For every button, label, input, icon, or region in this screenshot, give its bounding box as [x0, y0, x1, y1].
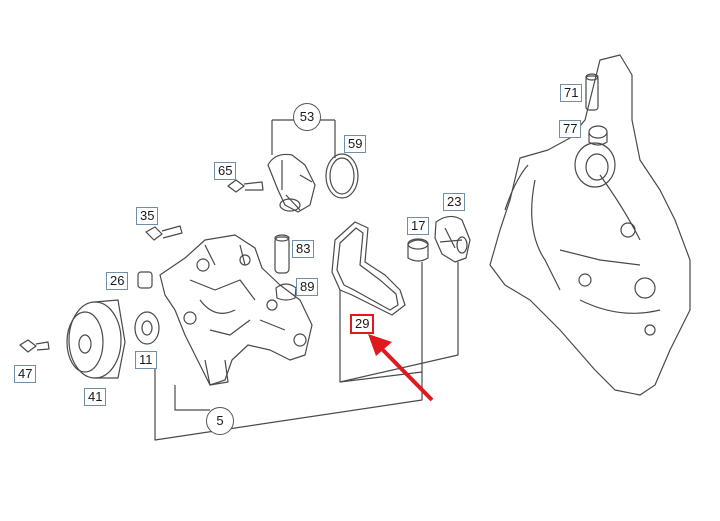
callout-77: 77: [559, 120, 582, 138]
part-47-bolt: [19, 339, 50, 353]
callout-89: 89: [296, 278, 319, 296]
callout-35: 35: [136, 207, 159, 225]
part-89-cap: [275, 283, 297, 301]
callout-17: 17: [407, 217, 430, 235]
callout-5: 5: [206, 407, 234, 435]
part-77-plug: [588, 125, 608, 139]
part-35-bolt: [145, 225, 183, 241]
callout-83: 83: [292, 240, 315, 258]
callout-29-highlighted: 29: [350, 314, 375, 334]
part-71-sleeve: [585, 75, 599, 111]
callout-71: 71: [560, 84, 583, 102]
part-23-housing: [434, 215, 471, 263]
callout-53: 53: [293, 103, 321, 131]
part-17-plug: [407, 239, 429, 262]
timing-cover-drawing: [489, 54, 691, 396]
part-26-bushing: [137, 271, 153, 289]
part-29-gasket: [331, 221, 406, 316]
part-83-sleeve: [274, 236, 290, 274]
callout-41: 41: [84, 388, 107, 406]
callout-47: 47: [14, 365, 37, 383]
part-65-bolt: [227, 179, 264, 193]
part-11-hub: [134, 311, 160, 345]
callout-26: 26: [106, 272, 129, 290]
callout-11: 11: [135, 351, 157, 369]
part-59-seal-ring: [325, 153, 359, 199]
water-pump-body: [159, 234, 313, 386]
part-53-thermostat-housing: [267, 153, 316, 213]
callout-59: 59: [344, 135, 367, 153]
callout-23: 23: [443, 193, 466, 211]
callout-65: 65: [214, 162, 237, 180]
